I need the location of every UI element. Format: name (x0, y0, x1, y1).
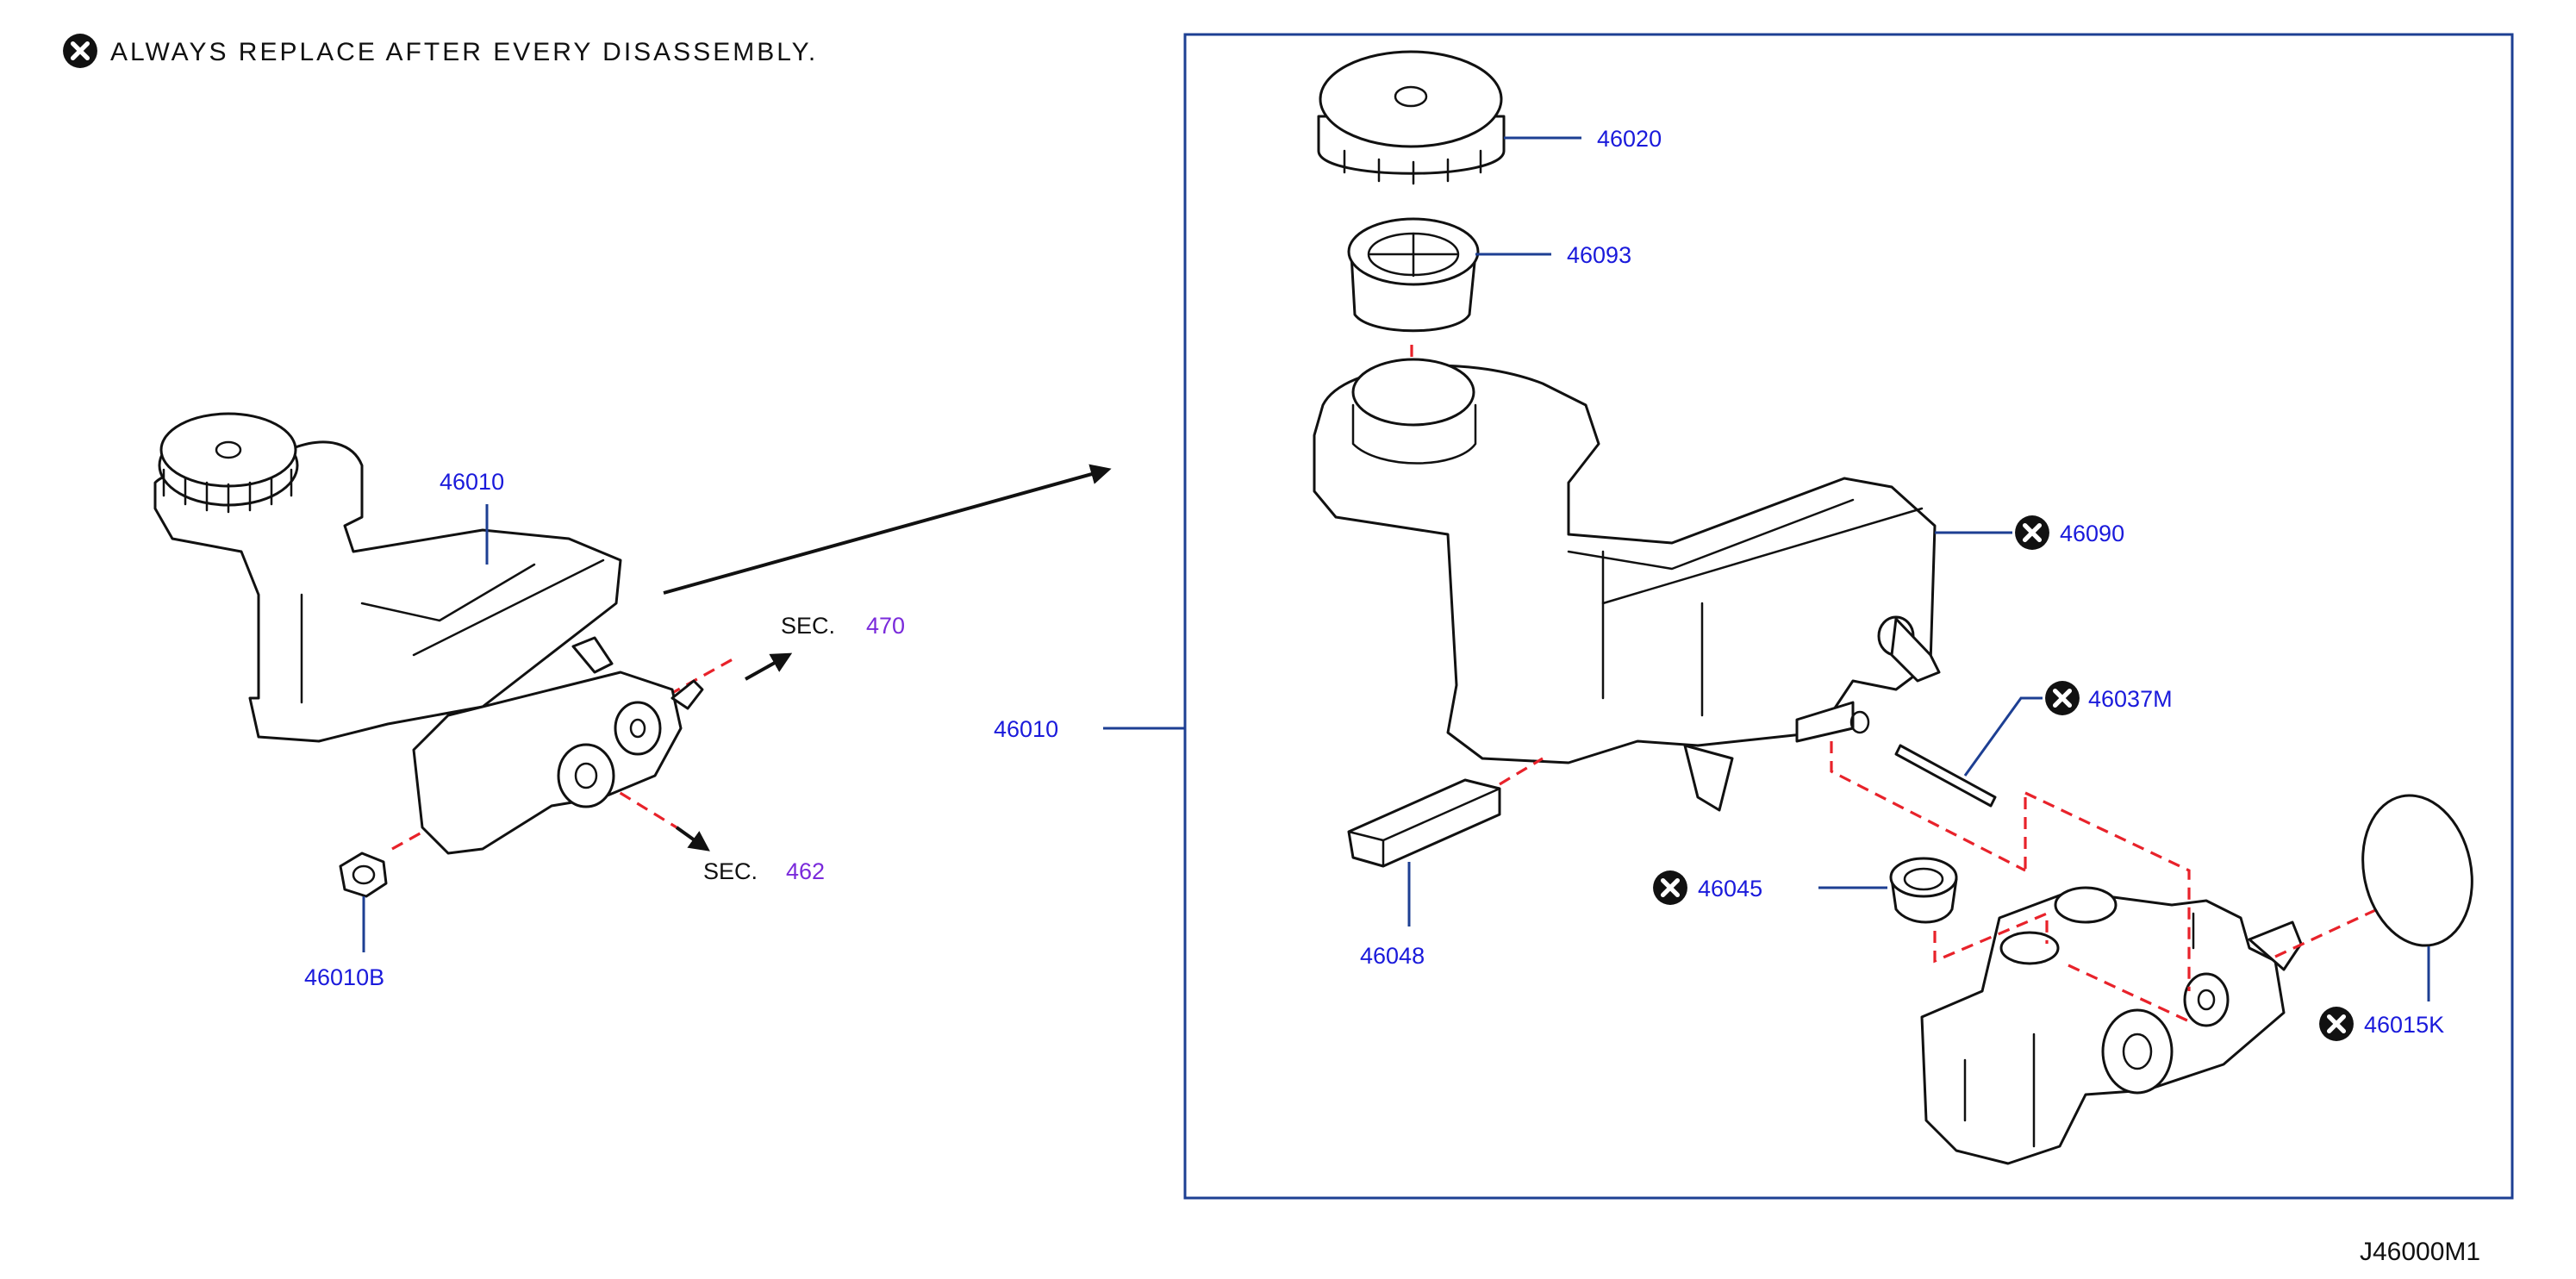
explode-arrow (663, 464, 1112, 595)
master-cylinder-body (1920, 886, 2303, 1165)
mounting-nut (339, 852, 388, 898)
sec-462-prefix: SEC. (703, 858, 758, 884)
cap-top (1319, 50, 1503, 148)
reservoir-tank-neck (1351, 358, 1475, 427)
diagram-code: J46000M1 (2360, 1238, 2480, 1266)
reservoir-tank-tab-hole (1849, 710, 1870, 734)
replace-note-text: ALWAYS REPLACE AFTER EVERY DISASSEMBLY. (110, 38, 818, 66)
grommet-hole (1903, 867, 1944, 891)
cylinder-body (412, 671, 683, 855)
replace-x-icon (2319, 1007, 2354, 1041)
part-46045: 46045 (1698, 876, 1762, 902)
strainer-cross (1369, 232, 1458, 278)
part-46048: 46048 (1360, 943, 1425, 969)
cylinder-block (1920, 890, 2286, 1165)
dash-port-to-body (2068, 964, 2190, 1023)
sec-470-number[interactable]: 470 (866, 613, 905, 639)
grommet-46045 (1889, 857, 1958, 924)
assembly-centerline-2 (602, 781, 677, 829)
reservoir-tank-foot (1683, 744, 1734, 812)
cylinder-port (671, 679, 704, 710)
dash-reservoir-to-body (2024, 791, 2191, 991)
sec-462-number[interactable]: 462 (786, 858, 825, 884)
grommet-rim (1889, 857, 1958, 898)
cylinder-bore-boss (2101, 1008, 2174, 1095)
replace-x-icon (2015, 515, 2049, 550)
part-46010-assembly: 46010 (440, 469, 504, 495)
cylinder-boss (557, 743, 615, 808)
strainer-46093 (1347, 217, 1480, 333)
reservoir-tank-nozzle (1890, 617, 1941, 683)
part-46037M: 46037M (2088, 686, 2173, 712)
reservoir-neck (257, 593, 303, 704)
reservoir-tank-46090 (1313, 358, 1941, 812)
part-46015K: 46015K (2364, 1012, 2444, 1038)
part-46010-box: 46010 (994, 716, 1058, 742)
reservoir-cap-ribs (162, 468, 293, 514)
replace-note: ALWAYS REPLACE AFTER EVERY DISASSEMBLY. (63, 34, 818, 68)
part-46010B: 46010B (304, 964, 384, 990)
replace-x-icon (63, 34, 97, 68)
mounting-nut-hole (352, 864, 376, 885)
part-46020: 46020 (1597, 126, 1662, 152)
seal-edges (1347, 787, 1501, 868)
sec-470-arrow (745, 652, 793, 681)
seal-46048 (1347, 778, 1501, 868)
reservoir-cap-top (159, 412, 297, 488)
sec-462-arrow (675, 826, 710, 852)
reservoir-tank-neck-wall (1351, 403, 1477, 465)
reservoir-cap-46020 (1317, 50, 1506, 185)
cylinder-outlet (614, 701, 662, 756)
cylinder-bore-hole (2122, 1033, 2153, 1070)
dash-grommet-to-port (1933, 911, 2049, 964)
cap-hole (1394, 85, 1428, 108)
sec-470-prefix: SEC. (781, 613, 835, 639)
leader-46037M (1963, 696, 2043, 777)
replace-x-icon (2045, 681, 2080, 715)
cylinder-side-boss (2183, 972, 2230, 1027)
reservoir-cap-hole (215, 440, 242, 459)
cylinder-block-edges (1963, 912, 2195, 1148)
exploded-view-frame (1183, 33, 2514, 1200)
part-46093: 46093 (1567, 242, 1631, 268)
dash-pin-to-body (1830, 741, 2026, 872)
cylinder-nipple (571, 636, 614, 674)
part-46090: 46090 (2060, 521, 2124, 546)
master-cylinder-assembly-left (153, 412, 733, 898)
cylinder-port-1 (2054, 886, 2118, 924)
pin-46037M (1894, 744, 1997, 808)
cylinder-port-2 (1999, 931, 2060, 965)
cylinder-side-hole (2197, 989, 2216, 1011)
cap-ribs (1343, 149, 1482, 185)
cylinder-outlet-hole (629, 718, 646, 739)
seal-centerline (1499, 757, 1544, 786)
reservoir-tank-walls (1601, 550, 1704, 717)
reservoir-ridges (360, 558, 605, 657)
cylinder-boss-hole (574, 762, 598, 789)
o-ring-46015K (2361, 794, 2473, 947)
replace-x-icon (1653, 870, 1687, 905)
